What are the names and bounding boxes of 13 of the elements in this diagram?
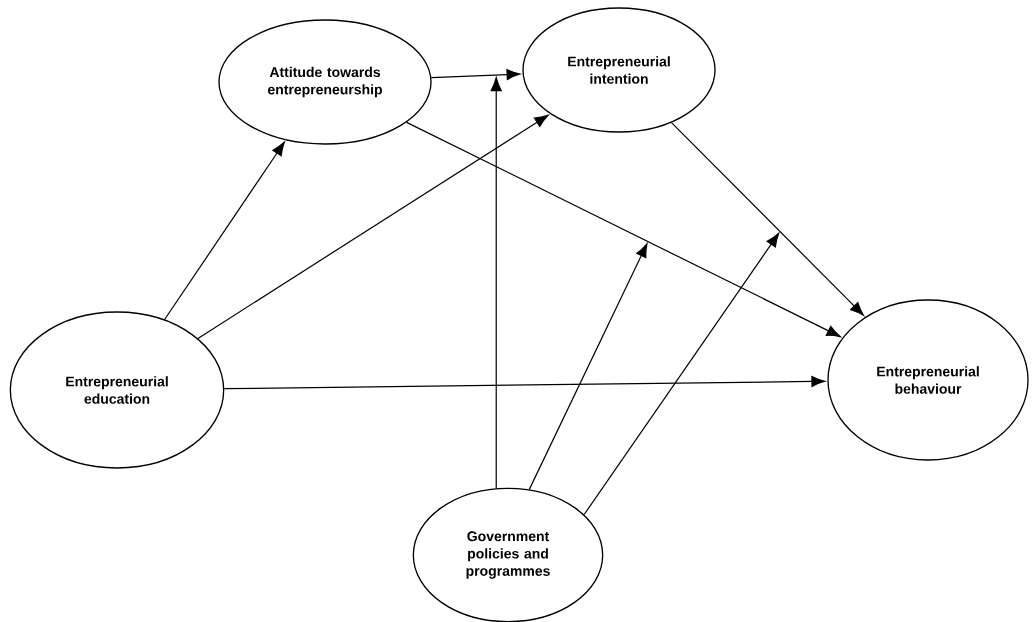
ellipse-node: Attitude towards entrepreneurship (218, 19, 432, 145)
ellipse-node: Entrepreneurial behaviour (827, 299, 1029, 461)
arrow (583, 232, 780, 516)
arrow (528, 243, 648, 490)
arrow (430, 69, 521, 81)
arrow (223, 375, 826, 390)
ellipse-node: Entrepreneurial education (9, 311, 225, 469)
arrow (164, 141, 285, 321)
arrow (406, 121, 841, 338)
arrow (197, 114, 549, 339)
arrow (490, 77, 502, 489)
arrow (670, 122, 865, 316)
ellipse-node: Entrepreneurial intention (522, 7, 716, 133)
